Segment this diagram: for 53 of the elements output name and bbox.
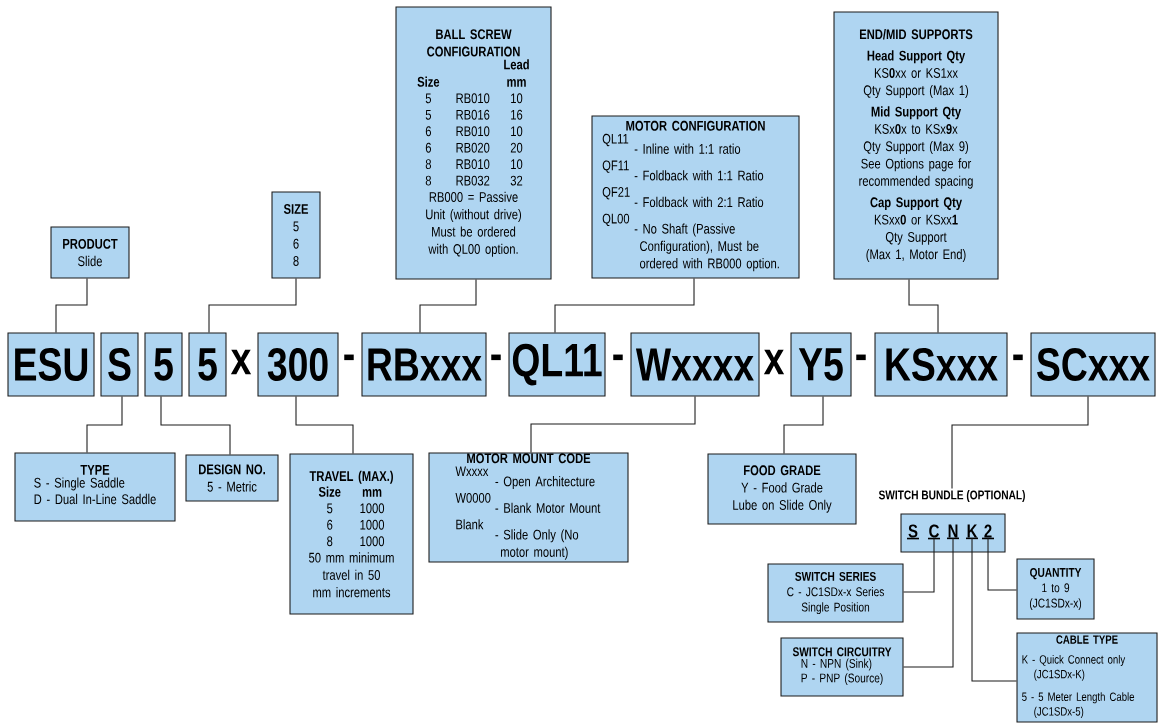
callout-box: CABLE TYPE K - Quick Connect only (JC1SDx-K) 5 - 5 Meter Length Cable (JC1SDx-5)	[1016, 632, 1158, 723]
leader-line	[903, 537, 954, 668]
callout-box: SWITCH CIRCUITRY N - NPN (Sink) P - PNP (Source)	[780, 637, 904, 697]
leader-line	[55, 278, 88, 333]
callout-box: PRODUCT Slide	[50, 226, 130, 279]
leader-line	[160, 396, 231, 455]
code-letter: K	[965, 524, 979, 540]
separator-symbol: -	[491, 354, 501, 361]
code-box: SCxxx	[1030, 332, 1156, 397]
code-letter: S	[906, 524, 920, 540]
code-box: ESU	[7, 332, 95, 397]
leader-line	[419, 279, 477, 333]
separator-symbol: x	[763, 349, 785, 375]
separator-symbol: -	[1013, 354, 1023, 361]
separator-symbol: -	[856, 354, 866, 361]
code-box: 5	[144, 332, 183, 397]
callout-box: SIZE 5 6 8	[271, 191, 321, 279]
callout-box: END/MID SUPPORTS Head Support Qty KS0xx or KS1xx Qty Support (Max 1) Mid Support Qty KSx0x to KSx9x Qty Support (Max 9) See Options page for recommended spacing Cap Support Qty KSxx0 or KSxx1 Qty Support (Max 1, Motor End)	[833, 11, 999, 280]
leader-line	[295, 396, 354, 454]
code-letter: C	[927, 524, 941, 540]
separator-symbol: -	[344, 354, 354, 361]
code-box: 5	[188, 332, 227, 397]
separator-symbol: x	[230, 349, 252, 375]
leader-line	[971, 537, 1017, 682]
leader-line	[903, 538, 935, 593]
leader-line	[530, 396, 696, 453]
callout-box: QUANTITY 1 to 9 (JC1SDx-x)	[1016, 558, 1095, 620]
callout-box: SWITCH SERIES C - JC1SDx-x Series Single Position	[767, 563, 904, 623]
code-box: QL11	[508, 332, 606, 397]
code-letter: N	[946, 524, 960, 540]
callout-box: TRAVEL (MAX.) Size mm 5 1000 6 1000 8 1000 50 mm minimum travel in 50 mm increments	[289, 453, 414, 615]
leader-line	[987, 537, 1017, 591]
leader-line	[951, 396, 1089, 490]
code-box: 300	[257, 332, 339, 397]
code-box: RBxxx	[361, 332, 487, 397]
separator-symbol: -	[613, 354, 623, 361]
leader-line	[908, 279, 939, 333]
code-box: Y5	[790, 332, 852, 397]
leader-line	[783, 396, 824, 454]
code-letter: 2	[981, 524, 995, 540]
leader-line	[208, 278, 297, 333]
callout-box: TYPE S - Single Saddle D - Dual In-Line Saddle	[14, 452, 176, 522]
leader-line	[86, 396, 123, 453]
callout-box: FOOD GRADE Y - Food Grade Lube on Slide Only	[707, 453, 857, 525]
leader-line	[554, 278, 695, 333]
callout-box: MOTOR CONFIGURATION QL11 - Inline with 1:1 ratio QF11 - Foldback with 1:1 Ratio QF21 - Foldback with 2:1 Ratio QL00 - No Shaft (Passive Configuration), Must be ordered with RB000 option.	[591, 115, 800, 279]
code-box: Wxxxx	[630, 332, 760, 397]
heading: SWITCH BUNDLE (OPTIONAL)	[878, 490, 1025, 502]
callout-box: MOTOR MOUNT CODE Wxxxx - Open Architecture W0000 - Blank Motor Mount Blank - Slide Only (No motor mount)	[428, 452, 629, 563]
code-box: KSxxx	[874, 332, 1008, 397]
code-box: S	[100, 332, 139, 397]
callout-box: DESIGN NO. 5 - Metric	[185, 454, 279, 502]
callout-box: BALL SCREW CONFIGURATION Size Lead mm 5 RB010 10 5 RB016 16 6 RB010 10 6 RB020 20 8 RB010 10 8 RB032 32 RB000 = Passive Unit (without drive) Must be ordered with QL00 option.	[395, 6, 552, 280]
